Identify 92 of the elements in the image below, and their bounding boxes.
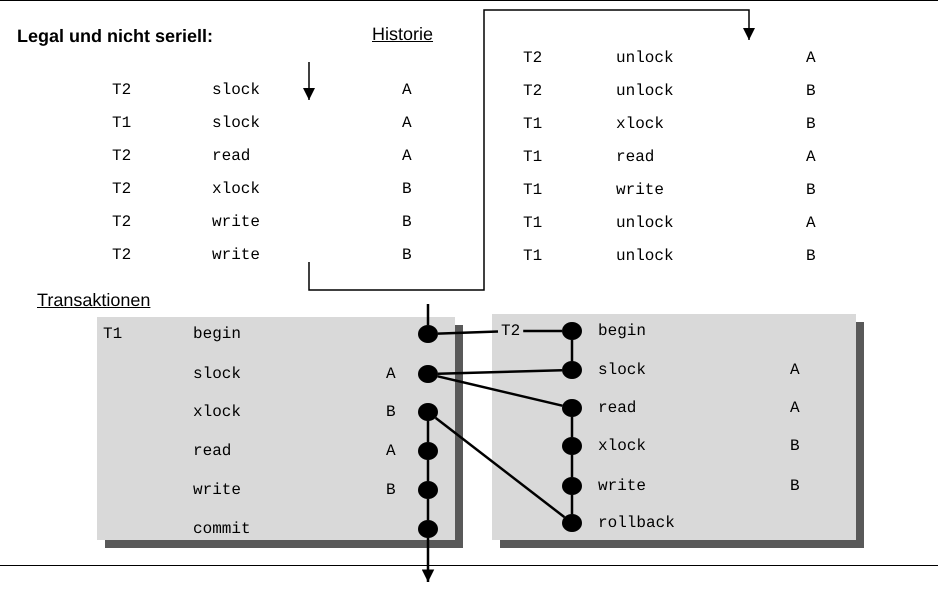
- operation-text: read: [598, 398, 636, 418]
- connector-line: [570, 455, 574, 477]
- connector-line: [570, 340, 574, 361]
- connector-line: [523, 330, 562, 332]
- table-text: unlock: [616, 246, 674, 266]
- connector-line: [570, 495, 574, 514]
- connector-line: [438, 330, 498, 335]
- table-text: T1: [112, 113, 132, 133]
- table-text: write: [616, 180, 664, 200]
- connection-dot: [562, 399, 582, 417]
- table-text: T2: [112, 80, 132, 100]
- connector-line: [438, 369, 562, 375]
- table-text: T1: [523, 180, 542, 200]
- table-text: T2: [112, 179, 132, 199]
- title: Legal und nicht seriell:: [17, 26, 214, 47]
- connection-dot: [418, 442, 438, 460]
- heading: Transaktionen: [37, 290, 150, 311]
- connection-dot: [418, 520, 438, 538]
- table-text: B: [402, 212, 412, 232]
- table-text: unlock: [616, 81, 674, 101]
- object-text: B: [386, 402, 396, 422]
- operation-text: xlock: [193, 402, 242, 422]
- table-text: read: [212, 146, 250, 166]
- table-text: A: [806, 213, 816, 233]
- table-text: write: [212, 245, 260, 265]
- table-text: A: [402, 113, 412, 133]
- connection-dot: [562, 437, 582, 455]
- table-text: B: [806, 246, 816, 266]
- transaction-name: T1: [103, 324, 122, 344]
- connector-line: [437, 375, 563, 407]
- table-text: B: [806, 81, 816, 101]
- operation-text: begin: [193, 324, 242, 344]
- operation-text: xlock: [598, 436, 646, 456]
- operation-text: begin: [598, 321, 646, 341]
- transaction-panel: [97, 317, 455, 540]
- operation-text: rollback: [598, 513, 675, 533]
- table-text: T1: [523, 147, 542, 167]
- connection-dot: [562, 322, 582, 340]
- operation-text: commit: [193, 519, 251, 539]
- operation-text: slock: [193, 364, 242, 384]
- connector-line: [434, 416, 566, 518]
- table-text: read: [616, 147, 654, 167]
- table-text: B: [806, 180, 816, 200]
- connection-dot: [562, 514, 582, 532]
- table-text: T1: [523, 213, 542, 233]
- connector-line: [426, 421, 430, 442]
- connection-dot: [418, 481, 438, 499]
- connector-line: [426, 460, 430, 481]
- transaction-panel: [492, 314, 856, 540]
- table-text: T2: [523, 81, 542, 101]
- table-text: write: [212, 212, 260, 232]
- transaction-label: T2: [498, 321, 524, 341]
- table-text: A: [402, 80, 412, 100]
- table-text: unlock: [616, 48, 674, 68]
- table-text: T1: [523, 114, 542, 134]
- operation-text: read: [193, 441, 232, 461]
- object-text: B: [386, 480, 396, 500]
- table-text: B: [402, 245, 412, 265]
- table-text: T2: [523, 48, 542, 68]
- table-text: T2: [112, 212, 132, 232]
- connection-dot: [418, 403, 438, 421]
- object-text: A: [386, 441, 396, 461]
- table-text: A: [806, 48, 816, 68]
- table-text: T1: [523, 246, 542, 266]
- object-text: A: [790, 360, 800, 380]
- connection-dot: [562, 361, 582, 379]
- heading: Historie: [372, 24, 434, 45]
- table-text: T2: [112, 245, 132, 265]
- connector-line: [570, 417, 574, 437]
- table-text: xlock: [212, 179, 260, 199]
- connector-line: [426, 499, 430, 520]
- table-text: T2: [112, 146, 132, 166]
- object-text: B: [790, 476, 800, 496]
- arrow: [422, 538, 434, 582]
- object-text: B: [790, 436, 800, 456]
- table-text: B: [806, 114, 816, 134]
- connector-line: [426, 304, 430, 325]
- table-text: xlock: [616, 114, 664, 134]
- object-text: A: [386, 364, 396, 384]
- operation-text: write: [193, 480, 242, 500]
- connection-dot: [418, 365, 438, 383]
- table-text: B: [402, 179, 412, 199]
- table-text: slock: [212, 80, 260, 100]
- operation-text: slock: [598, 360, 646, 380]
- table-text: slock: [212, 113, 260, 133]
- connection-dot: [562, 477, 582, 495]
- table-text: A: [402, 146, 412, 166]
- object-text: A: [790, 398, 800, 418]
- table-text: A: [806, 147, 816, 167]
- operation-text: write: [598, 476, 646, 496]
- table-text: unlock: [616, 213, 674, 233]
- connection-dot: [418, 325, 438, 343]
